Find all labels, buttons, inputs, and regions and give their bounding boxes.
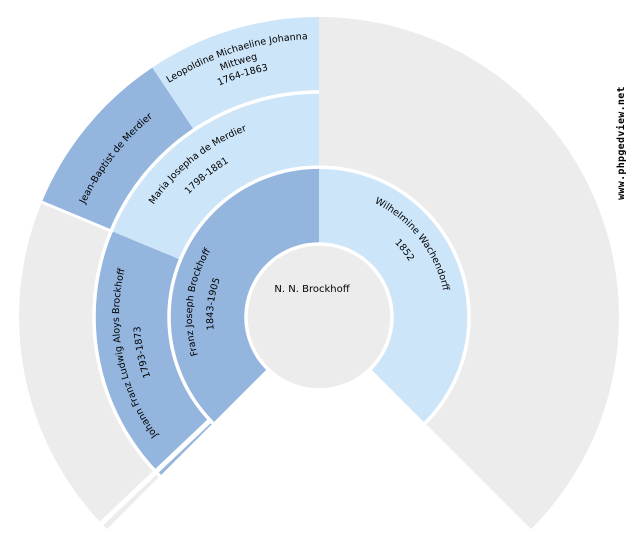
sector-great-grandmother[interactable]	[152, 17, 319, 130]
sector-paternal-grandfather[interactable]	[93, 230, 213, 477]
center-circle[interactable]	[244, 242, 394, 392]
radial-separator-lower-left	[93, 418, 212, 531]
sector-mother[interactable]	[319, 166, 470, 424]
sector-father[interactable]	[168, 166, 319, 424]
ring-separator-inner	[167, 165, 471, 425]
radial-separator-lower-right	[366, 366, 427, 431]
watermark: www.phpgedview.net	[615, 86, 627, 200]
center-person-name: N. N. Brockhoff	[274, 284, 350, 295]
sector-paternal-grandmother[interactable]	[111, 92, 319, 260]
sector-great-grandfather[interactable]	[41, 67, 194, 231]
radial-separator-great-grandfather	[39, 200, 114, 234]
